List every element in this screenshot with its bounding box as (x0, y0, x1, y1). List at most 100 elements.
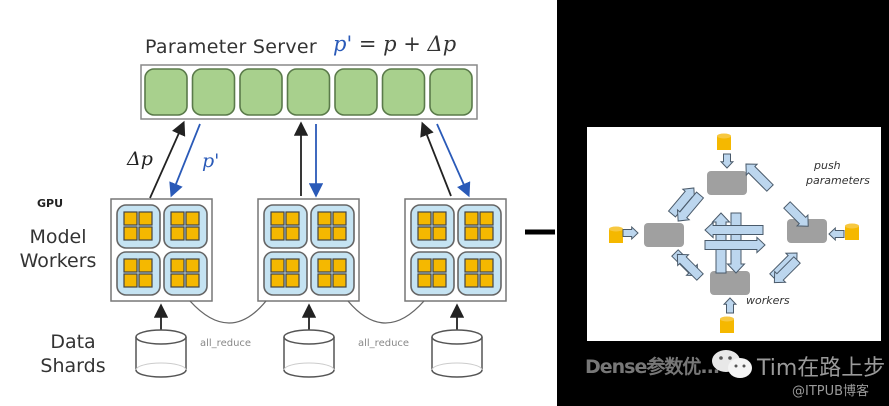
delta-p-label: Δp (127, 148, 153, 170)
db-top (609, 226, 623, 232)
gpu-core (317, 211, 332, 226)
gpu-core (270, 211, 285, 226)
model-workers-line-2: Workers (19, 250, 97, 272)
gpu-core (123, 258, 138, 273)
gpu-core (464, 273, 479, 288)
gpu-core (185, 258, 200, 273)
gpu-core (270, 258, 285, 273)
gpu-unit (410, 204, 455, 249)
gpu-core (432, 258, 447, 273)
ps-parameter-cell (429, 68, 473, 116)
gpu-core (332, 258, 347, 273)
data-shards-line-1: Data (50, 331, 96, 353)
gpu-unit (116, 251, 161, 296)
data-shard-icon (717, 133, 731, 150)
gpu-core (464, 258, 479, 273)
gpu-core (123, 226, 138, 241)
gpu-core (432, 211, 447, 226)
gpu-core (464, 226, 479, 241)
input-arrow-right (828, 226, 845, 242)
db-top (717, 133, 731, 139)
push-line-1: push (814, 159, 841, 172)
db-body (717, 136, 731, 150)
p-prime-label: p' (202, 150, 220, 172)
gpu-unit (263, 251, 308, 296)
gpu-core (270, 226, 285, 241)
watermark-author: Tim在路上步 (757, 356, 886, 381)
center-arrow-left (704, 221, 764, 239)
ps-parameter-cell (381, 68, 426, 116)
db-body (845, 226, 859, 240)
gpu-core (464, 211, 479, 226)
data-shards (135, 303, 483, 378)
diag-arrow (676, 191, 705, 222)
center-arrow-right (704, 236, 766, 254)
data-shard (431, 303, 483, 378)
gpu-core (170, 226, 185, 241)
input-arrow-left (622, 225, 639, 241)
gpu-label: GPU (37, 197, 64, 210)
ps-parameter-cell (144, 68, 188, 116)
worker-node (710, 271, 750, 295)
gpu-core (417, 258, 432, 273)
pull-arrow-3 (436, 123, 471, 198)
cylinder-top (283, 329, 335, 345)
data-shard-icon (609, 226, 623, 243)
db-body (609, 229, 623, 243)
gpu-core (185, 226, 200, 241)
gpu-core (479, 273, 494, 288)
input-arrow-top (719, 153, 735, 169)
gpu-core (332, 211, 347, 226)
data-shard (283, 303, 335, 378)
ps-parameter-cell (239, 68, 283, 116)
formula-rhs: = p + Δp (352, 32, 457, 56)
gpu-core (285, 258, 300, 273)
model-worker-box (404, 198, 507, 302)
worker-node (787, 219, 827, 243)
gpu-core (185, 273, 200, 288)
cylinder-body (135, 337, 187, 378)
gpu-core (332, 226, 347, 241)
ps-parameter-cell (334, 68, 378, 116)
push-arrow-1 (149, 120, 186, 199)
allreduce-curve-1 (189, 300, 267, 324)
gpu-unit (163, 204, 208, 249)
parameter-server-box (140, 64, 478, 120)
gpu-core (123, 273, 138, 288)
formula-lhs: p' (333, 32, 353, 56)
cylinder-inner (283, 362, 335, 371)
gpu-core (285, 226, 300, 241)
gpu-core (270, 273, 285, 288)
model-worker-box (257, 198, 360, 302)
cylinder-body (431, 337, 483, 378)
pull-arrow-1 (169, 123, 201, 198)
right-diagram-graphics (609, 133, 859, 333)
ps-parameter-cell (191, 68, 236, 116)
gpu-core (417, 273, 432, 288)
gpu-core (138, 226, 153, 241)
gpu-core (285, 211, 300, 226)
gpu-core (417, 226, 432, 241)
model-worker-box (110, 198, 213, 302)
gpu-core (138, 258, 153, 273)
model-workers-line-1: Model (29, 226, 87, 248)
gpu-unit (116, 204, 161, 249)
diag-arrow (773, 256, 801, 284)
gpu-core (317, 258, 332, 273)
cylinder-top (135, 329, 187, 345)
parameter-server-title: Parameter Server (145, 36, 317, 58)
worker-node (707, 171, 747, 195)
gpu-unit (310, 251, 355, 296)
gpu-core (170, 211, 185, 226)
gpu-unit (310, 204, 355, 249)
cylinder-top (431, 329, 483, 345)
diag-arrow (783, 201, 809, 227)
allreduce-curve-2 (347, 300, 425, 324)
gpu-core (432, 226, 447, 241)
data-shard-icon (720, 316, 734, 333)
gpu-unit (457, 204, 502, 249)
worker-boxes (110, 198, 507, 302)
cylinder-inner (135, 362, 187, 371)
